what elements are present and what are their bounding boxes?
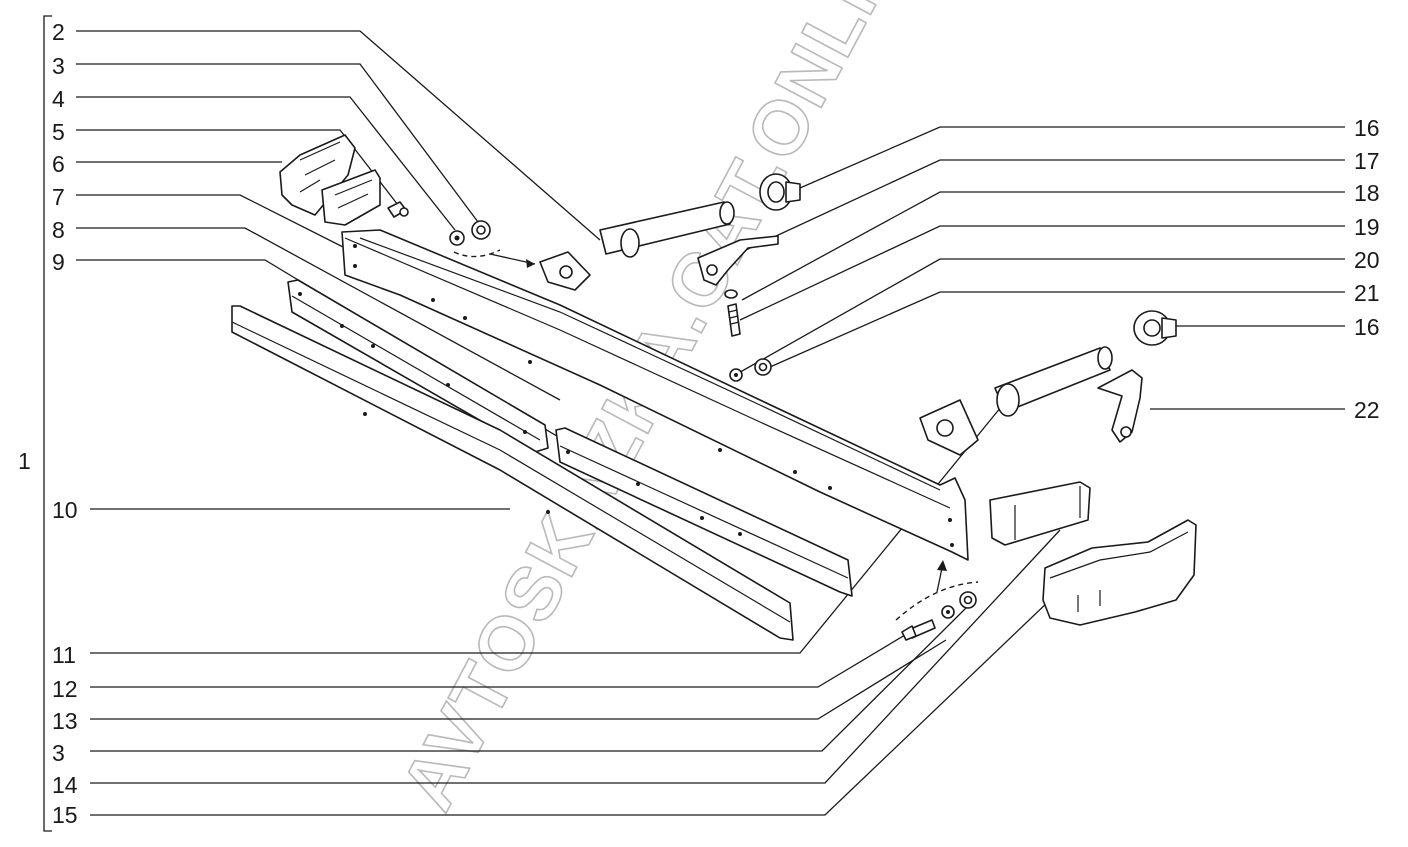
leader-14 bbox=[90, 529, 1061, 784]
bolt-washer-nut-lower bbox=[895, 560, 979, 641]
washer-nut-left bbox=[449, 220, 536, 268]
leader-16 bbox=[799, 126, 1345, 189]
leader-lines-left bbox=[76, 30, 1061, 816]
right-callouts: 16 17 18 19 20 21 16 22 bbox=[1354, 115, 1380, 423]
leader-13 bbox=[90, 639, 947, 720]
assembly-bracket-line bbox=[43, 15, 52, 832]
callout-label-2: 2 bbox=[52, 19, 65, 45]
callout-label-11: 11 bbox=[52, 642, 76, 668]
reinforcement-strip-right bbox=[555, 427, 853, 597]
leader-12 bbox=[90, 631, 911, 688]
screw bbox=[387, 201, 409, 218]
leader-19 bbox=[739, 225, 1345, 321]
leader-7 bbox=[76, 194, 346, 249]
callout-label-3b: 3 bbox=[52, 740, 65, 766]
callout-label-8: 8 bbox=[52, 217, 65, 243]
callout-label-14: 14 bbox=[52, 772, 78, 798]
callout-label-20: 20 bbox=[1354, 247, 1380, 273]
arrow-line-right bbox=[936, 567, 943, 593]
callout-label-18: 18 bbox=[1354, 180, 1380, 206]
end-cap-right bbox=[1042, 519, 1197, 626]
leader-11 bbox=[90, 395, 1011, 654]
leader-20 bbox=[734, 258, 1345, 376]
left-callouts: 2 3 4 5 6 7 8 9 10 11 12 13 3 14 15 bbox=[52, 19, 78, 828]
leader-15 bbox=[90, 599, 1051, 816]
callout-label-12: 12 bbox=[52, 676, 78, 702]
leader-8 bbox=[76, 227, 561, 401]
end-cap-left bbox=[279, 134, 381, 226]
plug-upper bbox=[759, 173, 801, 211]
mounting-bracket bbox=[697, 235, 779, 286]
callout-label-5: 5 bbox=[52, 119, 65, 145]
reinforcement-strip-left bbox=[287, 279, 549, 453]
mounting-bracket-right bbox=[1097, 369, 1143, 443]
leader-4 bbox=[76, 96, 456, 231]
callout-label-19: 19 bbox=[1354, 214, 1380, 240]
callout-label-21: 21 bbox=[1354, 280, 1380, 306]
leader-2 bbox=[76, 30, 601, 241]
callout-label-16: 16 bbox=[1354, 115, 1380, 141]
leader-lines-right bbox=[719, 126, 1345, 410]
callout-label-22: 22 bbox=[1354, 397, 1380, 423]
callout-label-7: 7 bbox=[52, 184, 65, 210]
bumper-trim bbox=[231, 305, 794, 641]
bolt-spring-washer bbox=[724, 289, 741, 337]
callout-label-3: 3 bbox=[52, 53, 65, 79]
bracket-tube-left bbox=[539, 201, 735, 291]
leader-3b bbox=[90, 607, 967, 752]
leader-3 bbox=[76, 63, 479, 223]
leader-21 bbox=[769, 291, 1345, 368]
callout-label-1: 1 bbox=[18, 448, 31, 474]
callout-label-9: 9 bbox=[52, 249, 65, 275]
side-bracket-right bbox=[989, 481, 1091, 546]
washer-nut-right bbox=[729, 358, 772, 382]
assembly-bracket: 1 bbox=[18, 15, 52, 832]
bumper-beam bbox=[341, 229, 969, 561]
plug-lower bbox=[1133, 310, 1177, 346]
leader-17 bbox=[719, 159, 1345, 263]
callout-label-10: 10 bbox=[52, 497, 78, 523]
leader-18 bbox=[741, 191, 1345, 301]
callout-label-6: 6 bbox=[52, 151, 65, 177]
callout-label-16b: 16 bbox=[1354, 314, 1380, 340]
callout-label-4: 4 bbox=[52, 86, 65, 112]
callout-label-17: 17 bbox=[1354, 148, 1380, 174]
callout-label-13: 13 bbox=[52, 708, 78, 734]
bracket-tube-right bbox=[919, 346, 1113, 456]
callout-label-15: 15 bbox=[52, 802, 78, 828]
